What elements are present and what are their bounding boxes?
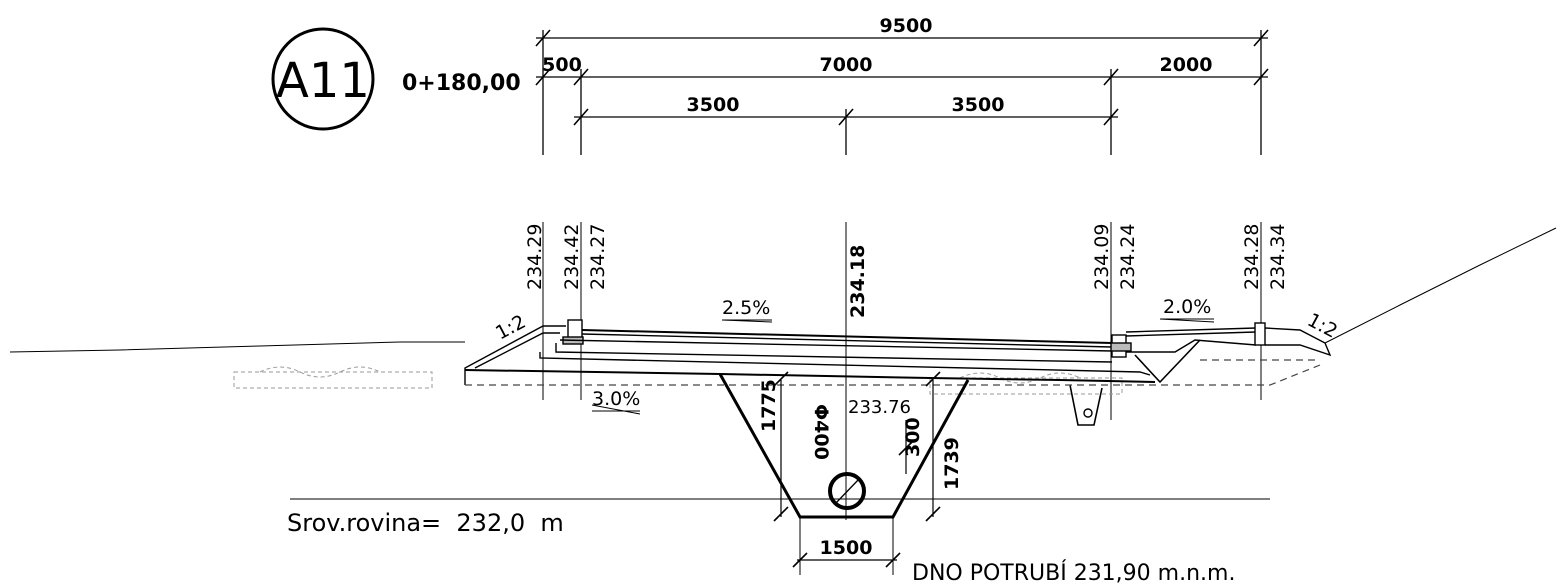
slope-sidewalk-label: 2.0% [1163,296,1211,318]
elev-label-1: 234.29 [524,224,546,290]
dimension-chains: 9500 500 7000 2000 3500 3500 [535,15,1269,155]
pipe-diameter-label: Φ400 [810,404,832,460]
elevation-labels: 234.29 234.42 234.27 234.18 234.09 234.2… [524,222,1289,520]
trench-depth-right: 1739 [941,437,963,490]
existing-pavement [233,366,1123,395]
elev-label-2: 234.42 [561,224,583,290]
elev-label-4: 234.09 [1091,224,1113,290]
slope-subgrade-label: 3.0% [592,388,640,410]
pipe-circle [828,472,866,510]
elev-label-7: 234.34 [1267,224,1289,290]
section-marker: A11 [271,27,375,131]
dim-right-verge-label: 2000 [1160,54,1213,76]
dim-lane-left-label: 3500 [687,94,740,116]
road-structure [464,319,1332,426]
elev-label-5: 234.24 [1117,224,1139,290]
edge-curb-right [1254,322,1266,346]
elev-label-axis: 234.18 [847,245,869,318]
terrain-right [1324,227,1557,344]
dim-carriageway-label: 7000 [820,54,873,76]
pipe-trench: 1775 1739 300 Φ400 1500 DNO POTRUBÍ 231,… [718,371,1235,583]
trench-bottom-width: 1500 [820,537,873,559]
slope-labels: 2.5% 2.0% 3.0% 1:2 1:2 [492,296,1341,415]
trench-depth-left: 1775 [758,379,780,432]
chainage-label: 0+180,00 [402,71,521,96]
dim-left-verge-label: 500 [542,54,582,76]
trench-outline [718,373,970,519]
slope-road-label: 2.5% [722,297,770,319]
dim-total-label: 9500 [880,15,933,37]
datum-label: Srov.rovina= 232,0 m [287,509,564,537]
pipe-cover-label: 300 [902,417,924,457]
pipe-invert-note: DNO POTRUBÍ 231,90 m.n.m. [912,560,1235,583]
elev-label-6: 234.28 [1241,224,1263,290]
section-circle [271,27,375,131]
dim-lane-right-label: 3500 [952,94,1005,116]
subgrade-axis-elevation: 233.76 [848,397,911,418]
section-label: A11 [276,53,370,109]
terrain-left [9,341,465,353]
elev-label-3: 234.27 [587,224,609,290]
slope-embankment-left: 1:2 [492,311,529,345]
